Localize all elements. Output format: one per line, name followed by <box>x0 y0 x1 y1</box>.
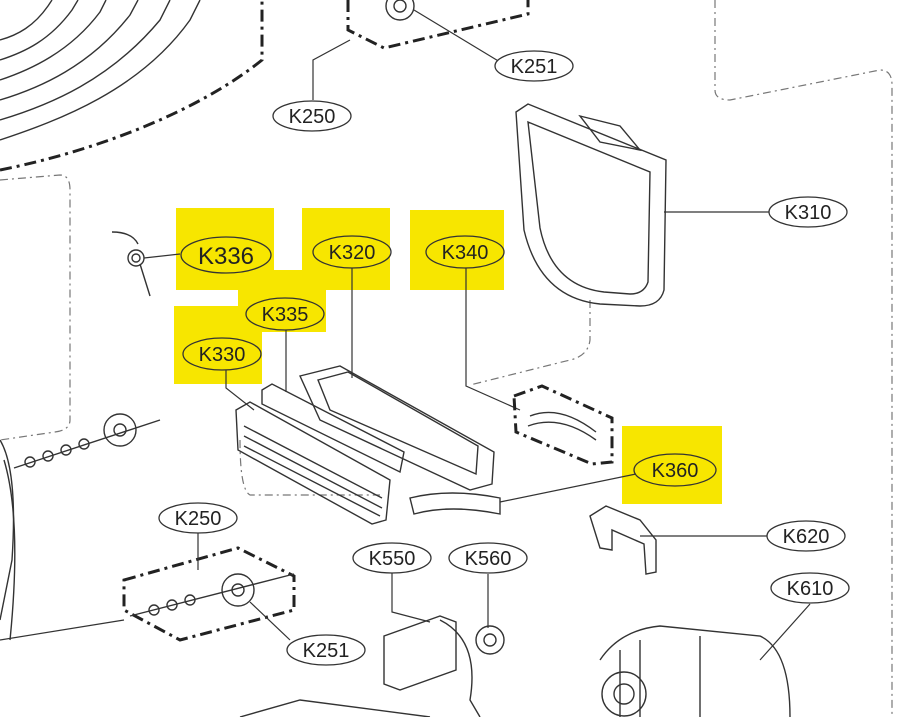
filter-frame-k310 <box>515 103 770 307</box>
sensor-k550-k560 <box>383 572 505 717</box>
filter-grille-k320 <box>299 268 495 491</box>
filter-strip-k335 <box>261 330 405 474</box>
housing-k330 <box>225 370 391 525</box>
svg-text:K250: K250 <box>175 508 222 530</box>
label-k250-top: K250 <box>272 100 352 132</box>
svg-text:K360: K360 <box>652 460 699 482</box>
top-bracket-assembly <box>312 0 530 100</box>
label-k251-top: K251 <box>494 50 574 82</box>
left-shaft-assembly <box>0 413 161 641</box>
label-k610: K610 <box>770 572 850 604</box>
label-k335: K335 <box>245 297 325 331</box>
label-k310: K310 <box>768 196 848 228</box>
small-bracket-k340 <box>512 384 614 466</box>
label-k620: K620 <box>766 520 846 552</box>
label-k340: K340 <box>425 235 505 269</box>
svg-text:K310: K310 <box>785 202 832 224</box>
spring-k336 <box>111 231 181 297</box>
lower-bracket-assembly <box>0 532 296 642</box>
leader-k340 <box>465 268 521 411</box>
svg-text:K610: K610 <box>787 578 834 600</box>
svg-text:K330: K330 <box>199 344 246 366</box>
svg-text:K251: K251 <box>303 640 350 662</box>
svg-text:K320: K320 <box>329 242 376 264</box>
label-k320: K320 <box>312 235 392 269</box>
part-labels: K251 K250 K310 K336 K320 K340 K335 K330 <box>158 50 850 666</box>
curved-part-k360 <box>409 473 637 515</box>
label-k560: K560 <box>448 542 528 574</box>
label-k330: K330 <box>182 337 262 371</box>
svg-text:K250: K250 <box>289 106 336 128</box>
label-k250-bottom: K250 <box>158 502 238 534</box>
label-k360: K360 <box>633 453 717 487</box>
label-k550: K550 <box>352 542 432 574</box>
label-k251-bottom: K251 <box>286 634 366 666</box>
svg-text:K550: K550 <box>369 548 416 570</box>
svg-text:K335: K335 <box>262 304 309 326</box>
motor-k610 <box>599 603 811 717</box>
svg-text:K336: K336 <box>198 243 254 270</box>
highlight-k360 <box>622 426 722 504</box>
frame-lines <box>239 0 893 717</box>
svg-text:K340: K340 <box>442 242 489 264</box>
svg-text:K251: K251 <box>511 56 558 78</box>
drum-outline <box>0 0 264 441</box>
label-k336: K336 <box>180 236 272 274</box>
bottom-edge <box>239 699 431 717</box>
bracket-k620 <box>589 505 768 575</box>
svg-text:K620: K620 <box>783 526 830 548</box>
svg-text:K560: K560 <box>465 548 512 570</box>
